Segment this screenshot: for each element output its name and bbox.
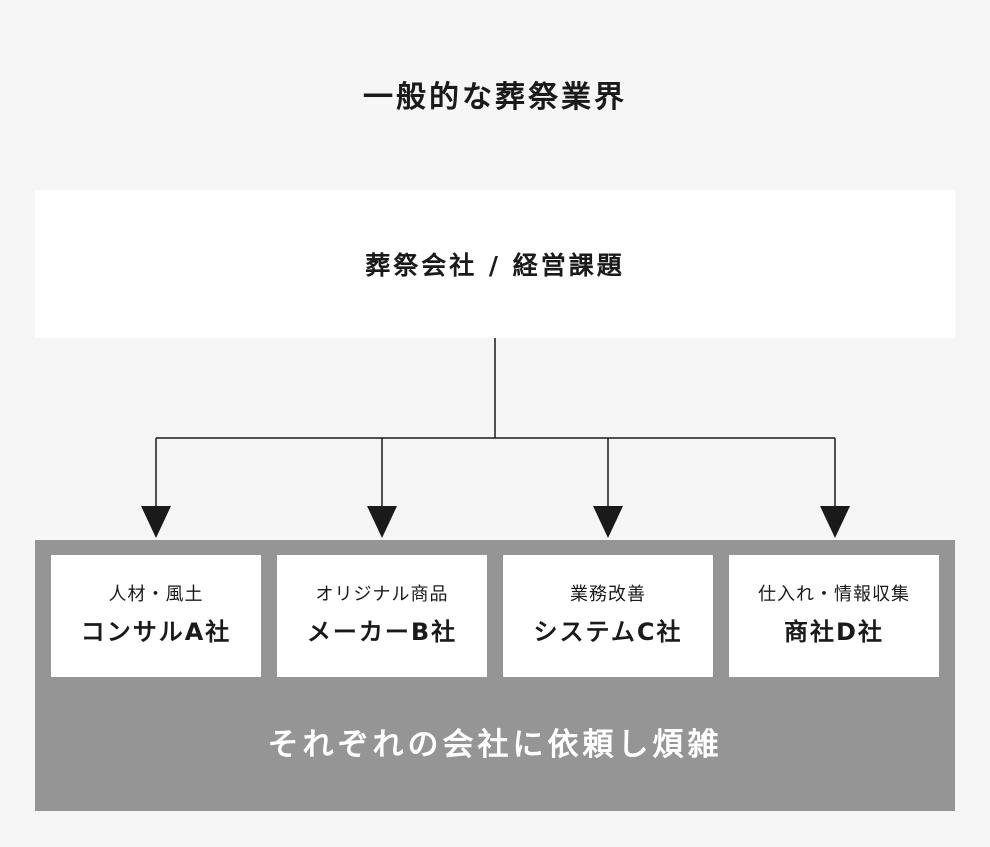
company-role: 業務改善 [570, 584, 646, 605]
company-card-a: 人材・風土 コンサルA社 [51, 555, 261, 677]
company-name: 商社D社 [784, 618, 884, 646]
company-role: 人材・風土 [108, 584, 204, 605]
arrow-head-c [593, 506, 623, 538]
company-card-d: 仕入れ・情報収集 商社D社 [729, 555, 939, 677]
diagram-title: 一般的な葬祭業界 [363, 80, 627, 115]
company-role: 仕入れ・情報収集 [758, 584, 910, 605]
funeral-company-label: 葬祭会社 / 経営課題 [365, 251, 625, 280]
company-card-b: オリジナル商品 メーカーB社 [277, 555, 487, 677]
company-role: オリジナル商品 [315, 584, 449, 605]
conclusion-text: それぞれの会社に依頼し煩雑 [267, 727, 723, 763]
company-name: メーカーB社 [306, 618, 458, 646]
arrow-head-d [820, 506, 850, 538]
company-name: コンサルA社 [80, 618, 232, 646]
company-name: システムC社 [533, 618, 683, 646]
company-card-c: 業務改善 システムC社 [503, 555, 713, 677]
arrow-head-a [141, 506, 171, 538]
arrow-head-b [367, 506, 397, 538]
funeral-company-box: 葬祭会社 / 経営課題 [35, 190, 955, 338]
